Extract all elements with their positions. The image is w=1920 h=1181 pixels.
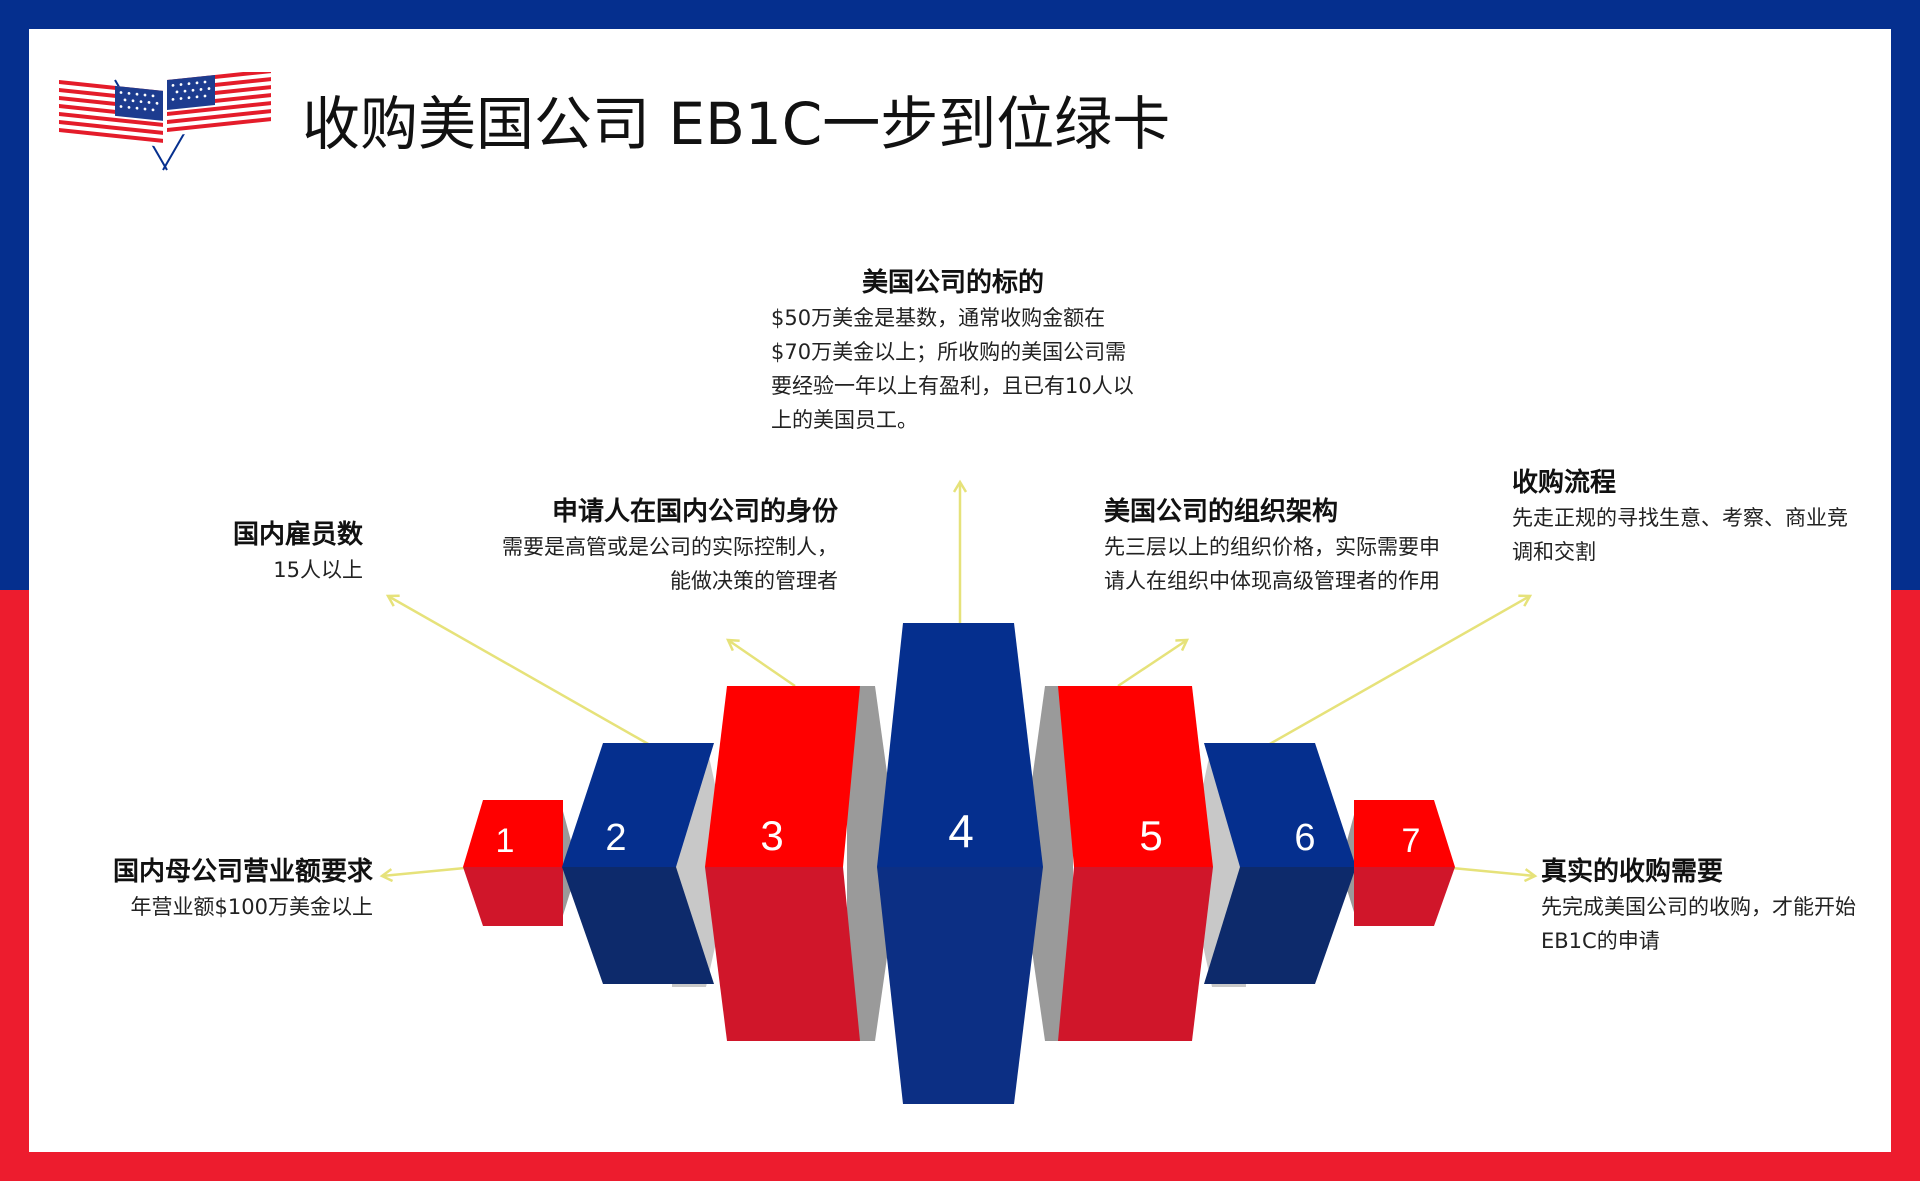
block-3 bbox=[705, 686, 860, 1041]
arrow-6 bbox=[1267, 596, 1530, 747]
item-3-label: 申请人在国内公司的身份 需要是高管或是公司的实际控制人，能做决策的管理者 bbox=[502, 494, 838, 598]
arrow-3 bbox=[728, 640, 796, 688]
item-3-heading: 申请人在国内公司的身份 bbox=[551, 497, 838, 527]
item-4-label: 美国公司的标的 $50万美金是基数，通常收购金额在$70万美金以上；所收购的美国… bbox=[771, 265, 1135, 437]
block-4 bbox=[877, 623, 1043, 1104]
block-number-7: 7 bbox=[1401, 822, 1421, 860]
block-number-2: 2 bbox=[605, 817, 627, 859]
item-2-heading: 国内雇员数 bbox=[232, 520, 363, 550]
item-5-label: 美国公司的组织架构 先三层以上的组织价格，实际需要申请人在组织中体现高级管理者的… bbox=[1104, 494, 1440, 598]
block-6 bbox=[1204, 743, 1356, 984]
arrow-1 bbox=[382, 866, 466, 876]
item-6-label: 收购流程 先走正规的寻找生意、考察、商业竞调和交割 bbox=[1512, 465, 1848, 569]
block-5 bbox=[1058, 686, 1213, 1041]
item-7-heading: 真实的收购需要 bbox=[1541, 857, 1724, 887]
arrow-7 bbox=[1451, 866, 1535, 876]
block-1 bbox=[463, 800, 563, 926]
block-number-5: 5 bbox=[1139, 812, 1163, 859]
block-number-4: 4 bbox=[948, 805, 974, 857]
block-number-1: 1 bbox=[495, 822, 515, 860]
item-1-label: 国内母公司营业额要求 年营业额$100万美金以上 bbox=[60, 854, 373, 924]
block-number-6: 6 bbox=[1294, 817, 1316, 859]
arrow-5 bbox=[1117, 640, 1187, 688]
item-2-label: 国内雇员数 15人以上 bbox=[140, 517, 363, 587]
block-7 bbox=[1354, 800, 1455, 926]
side-right-3 bbox=[1020, 686, 1073, 1041]
item-5-text: 先三层以上的组织价格，实际需要申请人在组织中体现高级管理者的作用 bbox=[1104, 535, 1440, 593]
arrow-2 bbox=[388, 596, 651, 747]
item-3-text: 需要是高管或是公司的实际控制人，能做决策的管理者 bbox=[502, 535, 838, 593]
item-6-text: 先走正规的寻找生意、考察、商业竞调和交割 bbox=[1512, 506, 1848, 564]
block-number-3: 3 bbox=[760, 812, 784, 859]
item-1-heading: 国内母公司营业额要求 bbox=[112, 857, 373, 887]
block-2 bbox=[562, 743, 714, 984]
item-4-text: $50万美金是基数，通常收购金额在$70万美金以上；所收购的美国公司需要经验一年… bbox=[771, 306, 1134, 432]
item-6-heading: 收购流程 bbox=[1512, 468, 1617, 498]
item-7-text: 先完成美国公司的收购，才能开始EB1C的申请 bbox=[1541, 895, 1856, 953]
item-2-text: 15人以上 bbox=[273, 558, 363, 582]
us-flags-icon bbox=[59, 72, 271, 171]
page-title: 收购美国公司 EB1C一步到位绿卡 bbox=[302, 90, 1171, 158]
item-5-heading: 美国公司的组织架构 bbox=[1104, 497, 1339, 527]
item-1-text: 年营业额$100万美金以上 bbox=[130, 895, 373, 919]
item-7-label: 真实的收购需要 先完成美国公司的收购，才能开始EB1C的申请 bbox=[1541, 854, 1877, 958]
item-4-heading: 美国公司的标的 bbox=[861, 268, 1044, 298]
